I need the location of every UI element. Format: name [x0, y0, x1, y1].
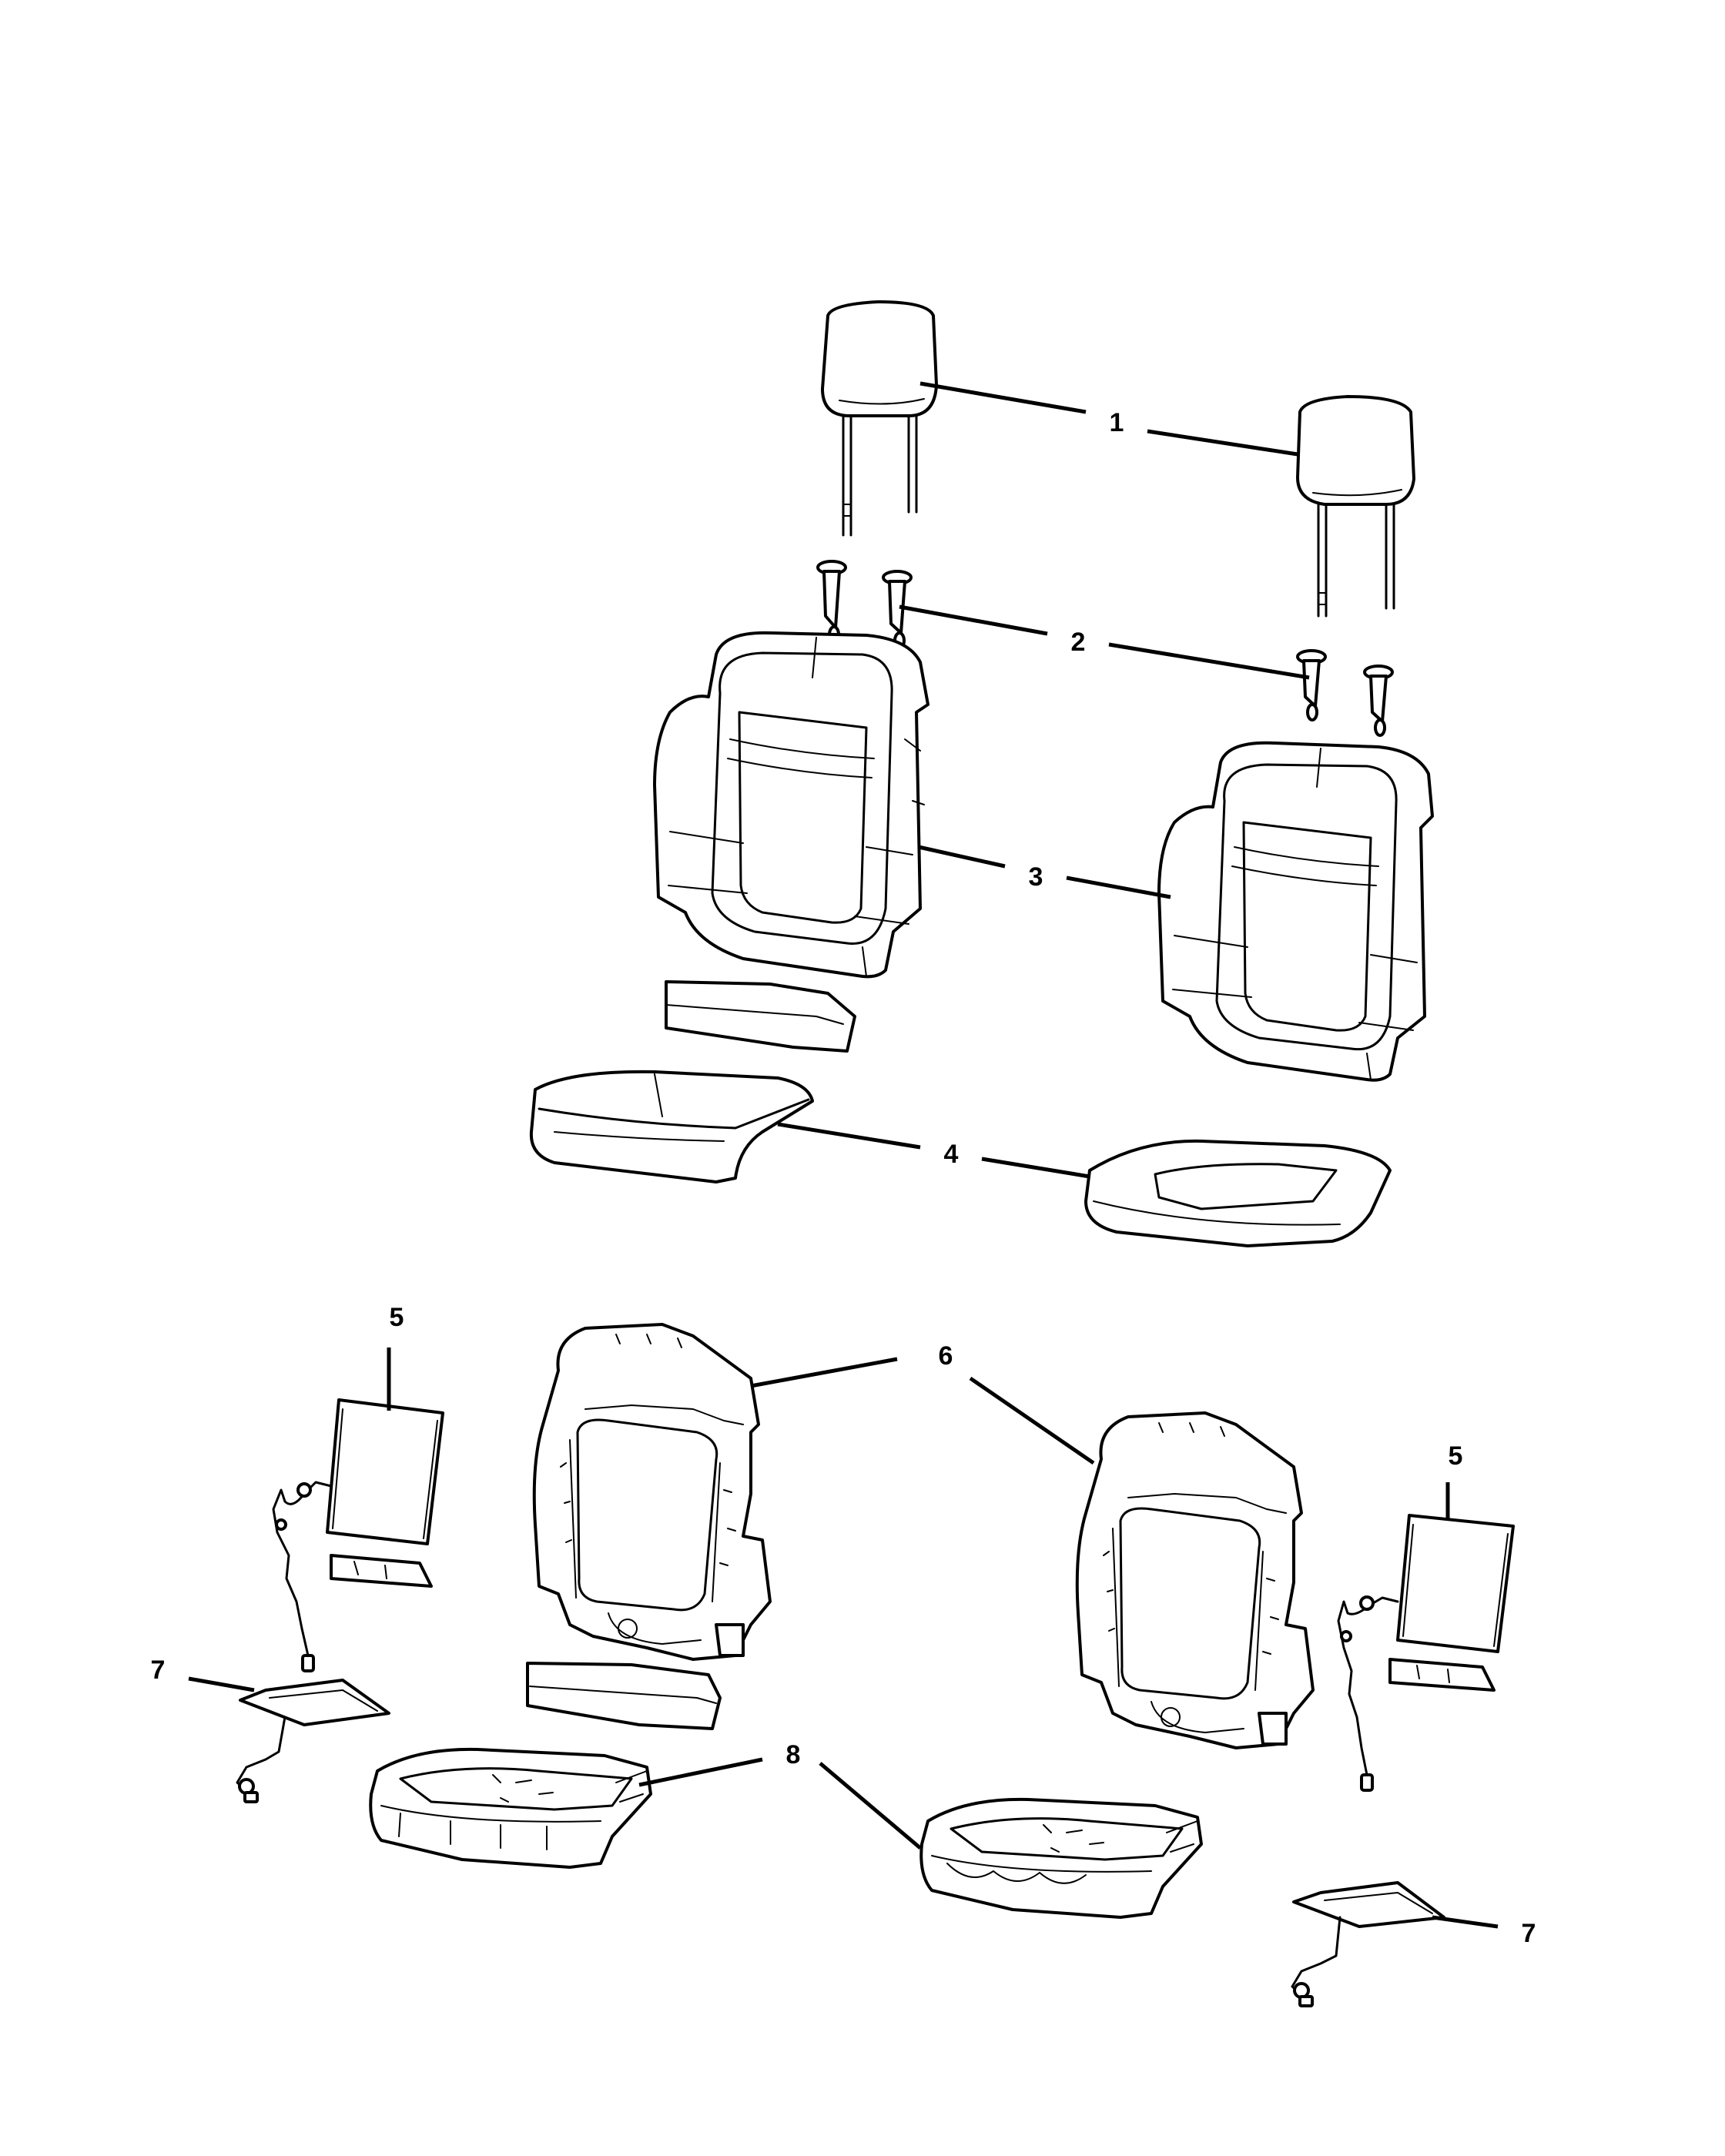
bolster-pad-lower[interactable] [526, 1662, 722, 1730]
seatback-cover-left[interactable] [653, 631, 929, 979]
headrest-guide-left-a[interactable] [816, 560, 847, 644]
headrest-right[interactable] [1296, 395, 1415, 618]
leader-3-right [1066, 875, 1171, 899]
leader-4-right [981, 1157, 1090, 1179]
cushion-heater-right[interactable] [1291, 1881, 1445, 2007]
cushion-heater-left[interactable] [236, 1679, 390, 1803]
leader-8-right [819, 1762, 922, 1850]
callout-numbers: 1 2 3 4 5 5 6 7 7 8 [151, 408, 1536, 1948]
leader-7-left [188, 1676, 255, 1692]
seatback-foam-left[interactable] [532, 1323, 772, 1661]
seatback-foam-right[interactable] [1075, 1411, 1315, 1749]
leader-1-left [919, 381, 1087, 414]
callout-8: 8 [786, 1740, 801, 1769]
callout-7-right: 7 [1522, 1919, 1536, 1948]
leader-4-left [777, 1122, 921, 1150]
headrest-guide-right-a[interactable] [1296, 649, 1327, 721]
leader-8-left [638, 1757, 763, 1787]
callout-6: 6 [939, 1341, 953, 1371]
seatback-heater-left[interactable] [272, 1398, 444, 1672]
callout-3: 3 [1029, 862, 1043, 892]
cushion-foam-left[interactable] [369, 1747, 652, 1869]
cushion-foam-right[interactable] [919, 1797, 1203, 1919]
leader-2-right [1108, 642, 1310, 680]
seatback-heater-right[interactable] [1337, 1514, 1515, 1792]
callout-5-left: 5 [390, 1303, 404, 1332]
leader-1-right [1147, 429, 1298, 457]
headrest-left[interactable] [821, 300, 938, 537]
leader-7-right [1432, 1915, 1499, 1929]
headrest-guide-right-b[interactable] [1363, 665, 1394, 737]
leader-6-left [750, 1357, 898, 1388]
leader-lines [188, 381, 1499, 1929]
cushion-cover-left[interactable] [529, 1070, 814, 1183]
callout-2: 2 [1071, 628, 1086, 657]
bolster-pad-upper[interactable] [665, 980, 856, 1053]
callout-4: 4 [944, 1140, 959, 1169]
leader-6-right [969, 1376, 1095, 1465]
seatback-cover-right[interactable] [1157, 741, 1434, 1082]
callout-1: 1 [1110, 408, 1124, 437]
callout-5-right: 5 [1449, 1441, 1463, 1471]
leader-3-left [918, 845, 1006, 869]
callout-7-left: 7 [151, 1656, 166, 1685]
cushion-cover-right[interactable] [1084, 1139, 1392, 1247]
leader-2-left [899, 604, 1048, 636]
